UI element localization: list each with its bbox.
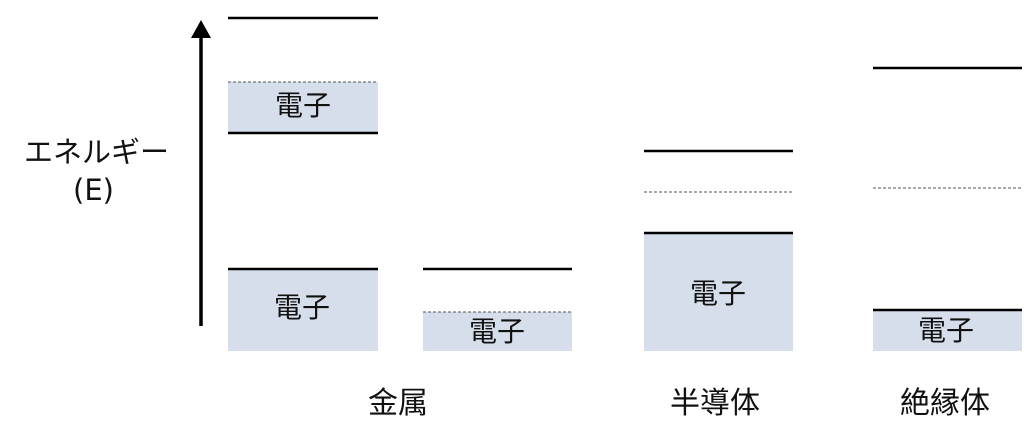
metal-second-electron-label: 電子 [469, 315, 526, 348]
metal-upper-electron-fill [228, 82, 378, 133]
metal-upper-electron-label: 電子 [275, 89, 332, 122]
axis-label-unit: (E) [73, 173, 114, 207]
metal-band-2 [423, 267, 572, 351]
metal-band-1 [228, 16, 378, 351]
axis-label-energy: エネルギー [24, 135, 170, 169]
group-label-semiconductor: 半導体 [670, 386, 760, 421]
metal-lower-electron-label: 電子 [274, 291, 331, 324]
insulator-electron-fill [873, 310, 1022, 351]
group-label-metal: 金属 [368, 386, 428, 421]
insulator-electron-label: 電子 [918, 314, 975, 347]
metal-lower-electron-fill [228, 269, 378, 351]
semiconductor-electron-fill [644, 233, 793, 351]
energy-axis-arrow [191, 20, 211, 326]
semiconductor-bands [644, 149, 793, 351]
insulator-bands [873, 66, 1022, 351]
semiconductor-electron-label: 電子 [690, 277, 747, 310]
metal-second-electron-fill [423, 312, 572, 351]
group-label-insulator: 絶縁体 [900, 386, 990, 421]
